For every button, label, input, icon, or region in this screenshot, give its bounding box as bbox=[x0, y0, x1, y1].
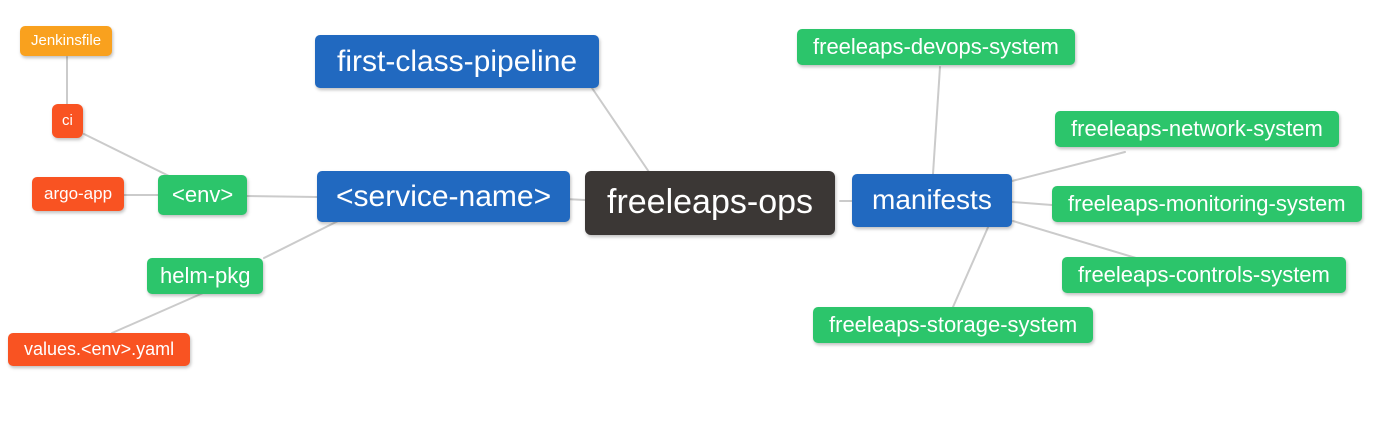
node-root-freeleaps-ops[interactable]: freeleaps-ops bbox=[585, 171, 836, 235]
node-values-env-yaml[interactable]: values.<env>.yaml bbox=[8, 333, 191, 367]
node-freeleaps-storage-system[interactable]: freeleaps-storage-system bbox=[813, 307, 1094, 343]
node-freeleaps-devops-system[interactable]: freeleaps-devops-system bbox=[797, 29, 1075, 65]
node-argo-app[interactable]: argo-app bbox=[32, 177, 125, 211]
edge-manifests-controls bbox=[1012, 220, 1137, 259]
edge-helmpkg-servicename bbox=[263, 220, 339, 259]
node-ci[interactable]: ci bbox=[52, 104, 83, 138]
edge-values-helmpkg bbox=[111, 292, 204, 334]
edge-manifests-storage bbox=[952, 224, 990, 308]
node-env[interactable]: <env> bbox=[158, 175, 248, 215]
node-manifests[interactable]: manifests bbox=[852, 174, 1012, 227]
node-freeleaps-network-system[interactable]: freeleaps-network-system bbox=[1055, 111, 1339, 147]
node-freeleaps-monitoring-system[interactable]: freeleaps-monitoring-system bbox=[1052, 186, 1362, 222]
edge-ci-env bbox=[83, 133, 174, 179]
edge-env-servicename bbox=[244, 195, 318, 198]
edge-manifests-network bbox=[1011, 151, 1126, 182]
edge-pipeline-root bbox=[591, 87, 650, 173]
node-freeleaps-controls-system[interactable]: freeleaps-controls-system bbox=[1062, 257, 1346, 293]
edge-manifests-monitoring bbox=[1011, 201, 1053, 206]
node-jenkinsfile[interactable]: Jenkinsfile bbox=[20, 26, 113, 56]
node-service-name[interactable]: <service-name> bbox=[317, 171, 571, 223]
node-helm-pkg[interactable]: helm-pkg bbox=[147, 258, 264, 294]
node-first-class-pipeline[interactable]: first-class-pipeline bbox=[315, 35, 600, 89]
edge-devops-manifests bbox=[932, 66, 941, 175]
